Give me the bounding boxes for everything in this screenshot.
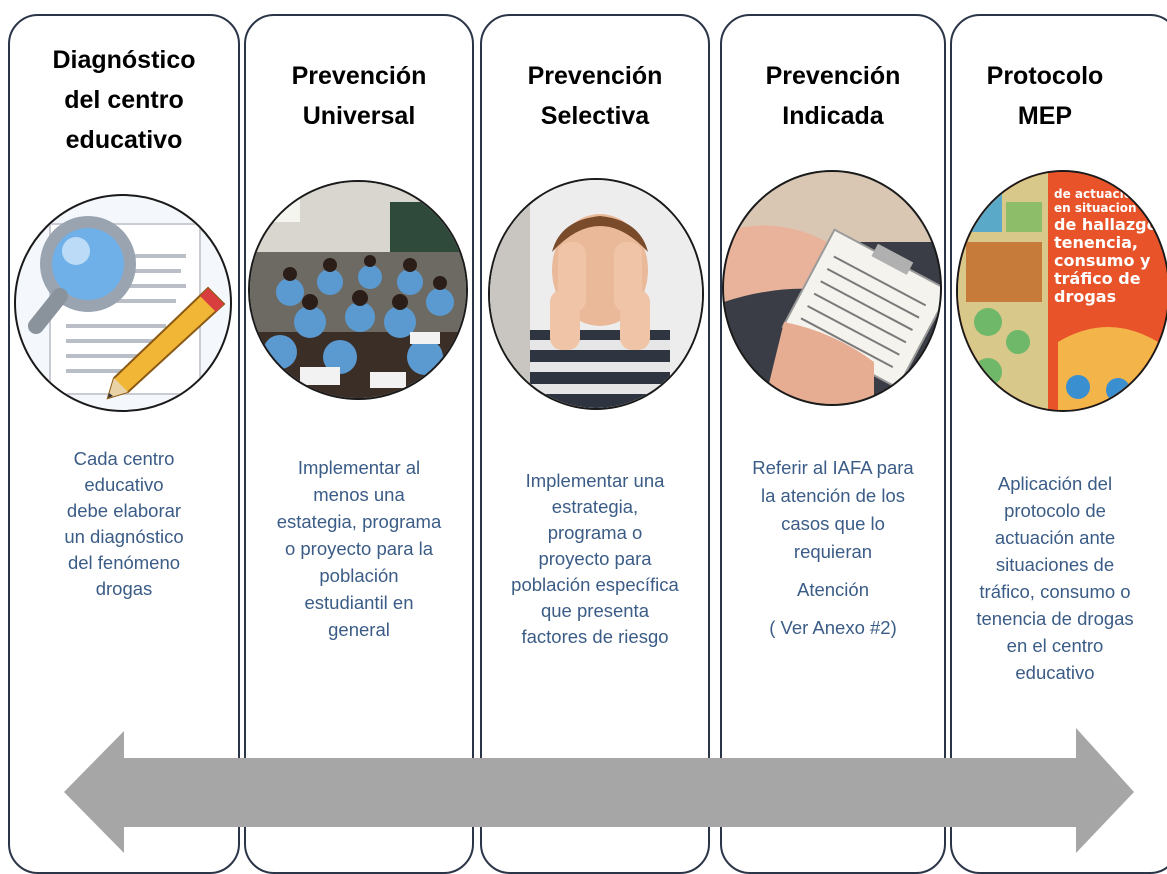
- stage-title: Prevención Universal: [291, 62, 427, 130]
- stage-panel-prevencion-indicada: Prevención Indicada Referir al IAFA para…: [720, 14, 946, 874]
- cover-text-line: tenencia,: [1054, 233, 1138, 252]
- clipboard-consultation-photo: [722, 170, 942, 406]
- cover-text-line: de actuació: [1054, 187, 1132, 201]
- cover-text-line: de hallazgo: [1054, 215, 1158, 234]
- stage-panel-prevencion-universal: Prevención Universal: [244, 14, 474, 874]
- cover-text-line: en situacion: [1054, 201, 1137, 215]
- stage-panel-protocolo-mep: Protocolo MEP de actuació en situacion d…: [950, 14, 1167, 874]
- attention-label: Atención: [797, 579, 869, 600]
- classroom-students-photo: [248, 180, 468, 400]
- protocol-booklet-cover-image: de actuació en situacion de hallazgo ten…: [956, 170, 1167, 412]
- magnifier-document-pencil-icon: [14, 194, 232, 412]
- stage-description: Referir al IAFA para la atención de los …: [722, 454, 944, 642]
- double-arrow-shape: [64, 728, 1134, 853]
- annex-reference: ( Ver Anexo #2): [769, 617, 897, 638]
- double-arrow-icon: [64, 728, 1134, 853]
- stage-title: Diagnóstico del centro educativo: [52, 46, 196, 154]
- stage-panel-prevencion-selectiva: Prevención Selectiva Implementar una: [480, 14, 710, 874]
- stage-title: Prevención Indicada: [765, 62, 901, 130]
- stage-description: Implementar una estrategia, programa o p…: [511, 470, 679, 647]
- stage-title: Prevención Selectiva: [527, 62, 663, 130]
- cover-text-line: drogas: [1054, 287, 1116, 306]
- stage-title: Protocolo MEP: [986, 62, 1104, 130]
- stage-description: Cada centro educativo debe elaborar un d…: [64, 448, 184, 599]
- cover-text-line: consumo y: [1054, 251, 1151, 270]
- stage-panel-diagnostico: Diagnóstico del centro educativo Cada ce…: [8, 14, 240, 874]
- cover-text-line: tráfico de: [1054, 269, 1141, 288]
- stage-description: Aplicación del protocolo de actuación an…: [976, 473, 1134, 683]
- stage-description: Implementar al menos una estategia, prog…: [276, 457, 442, 640]
